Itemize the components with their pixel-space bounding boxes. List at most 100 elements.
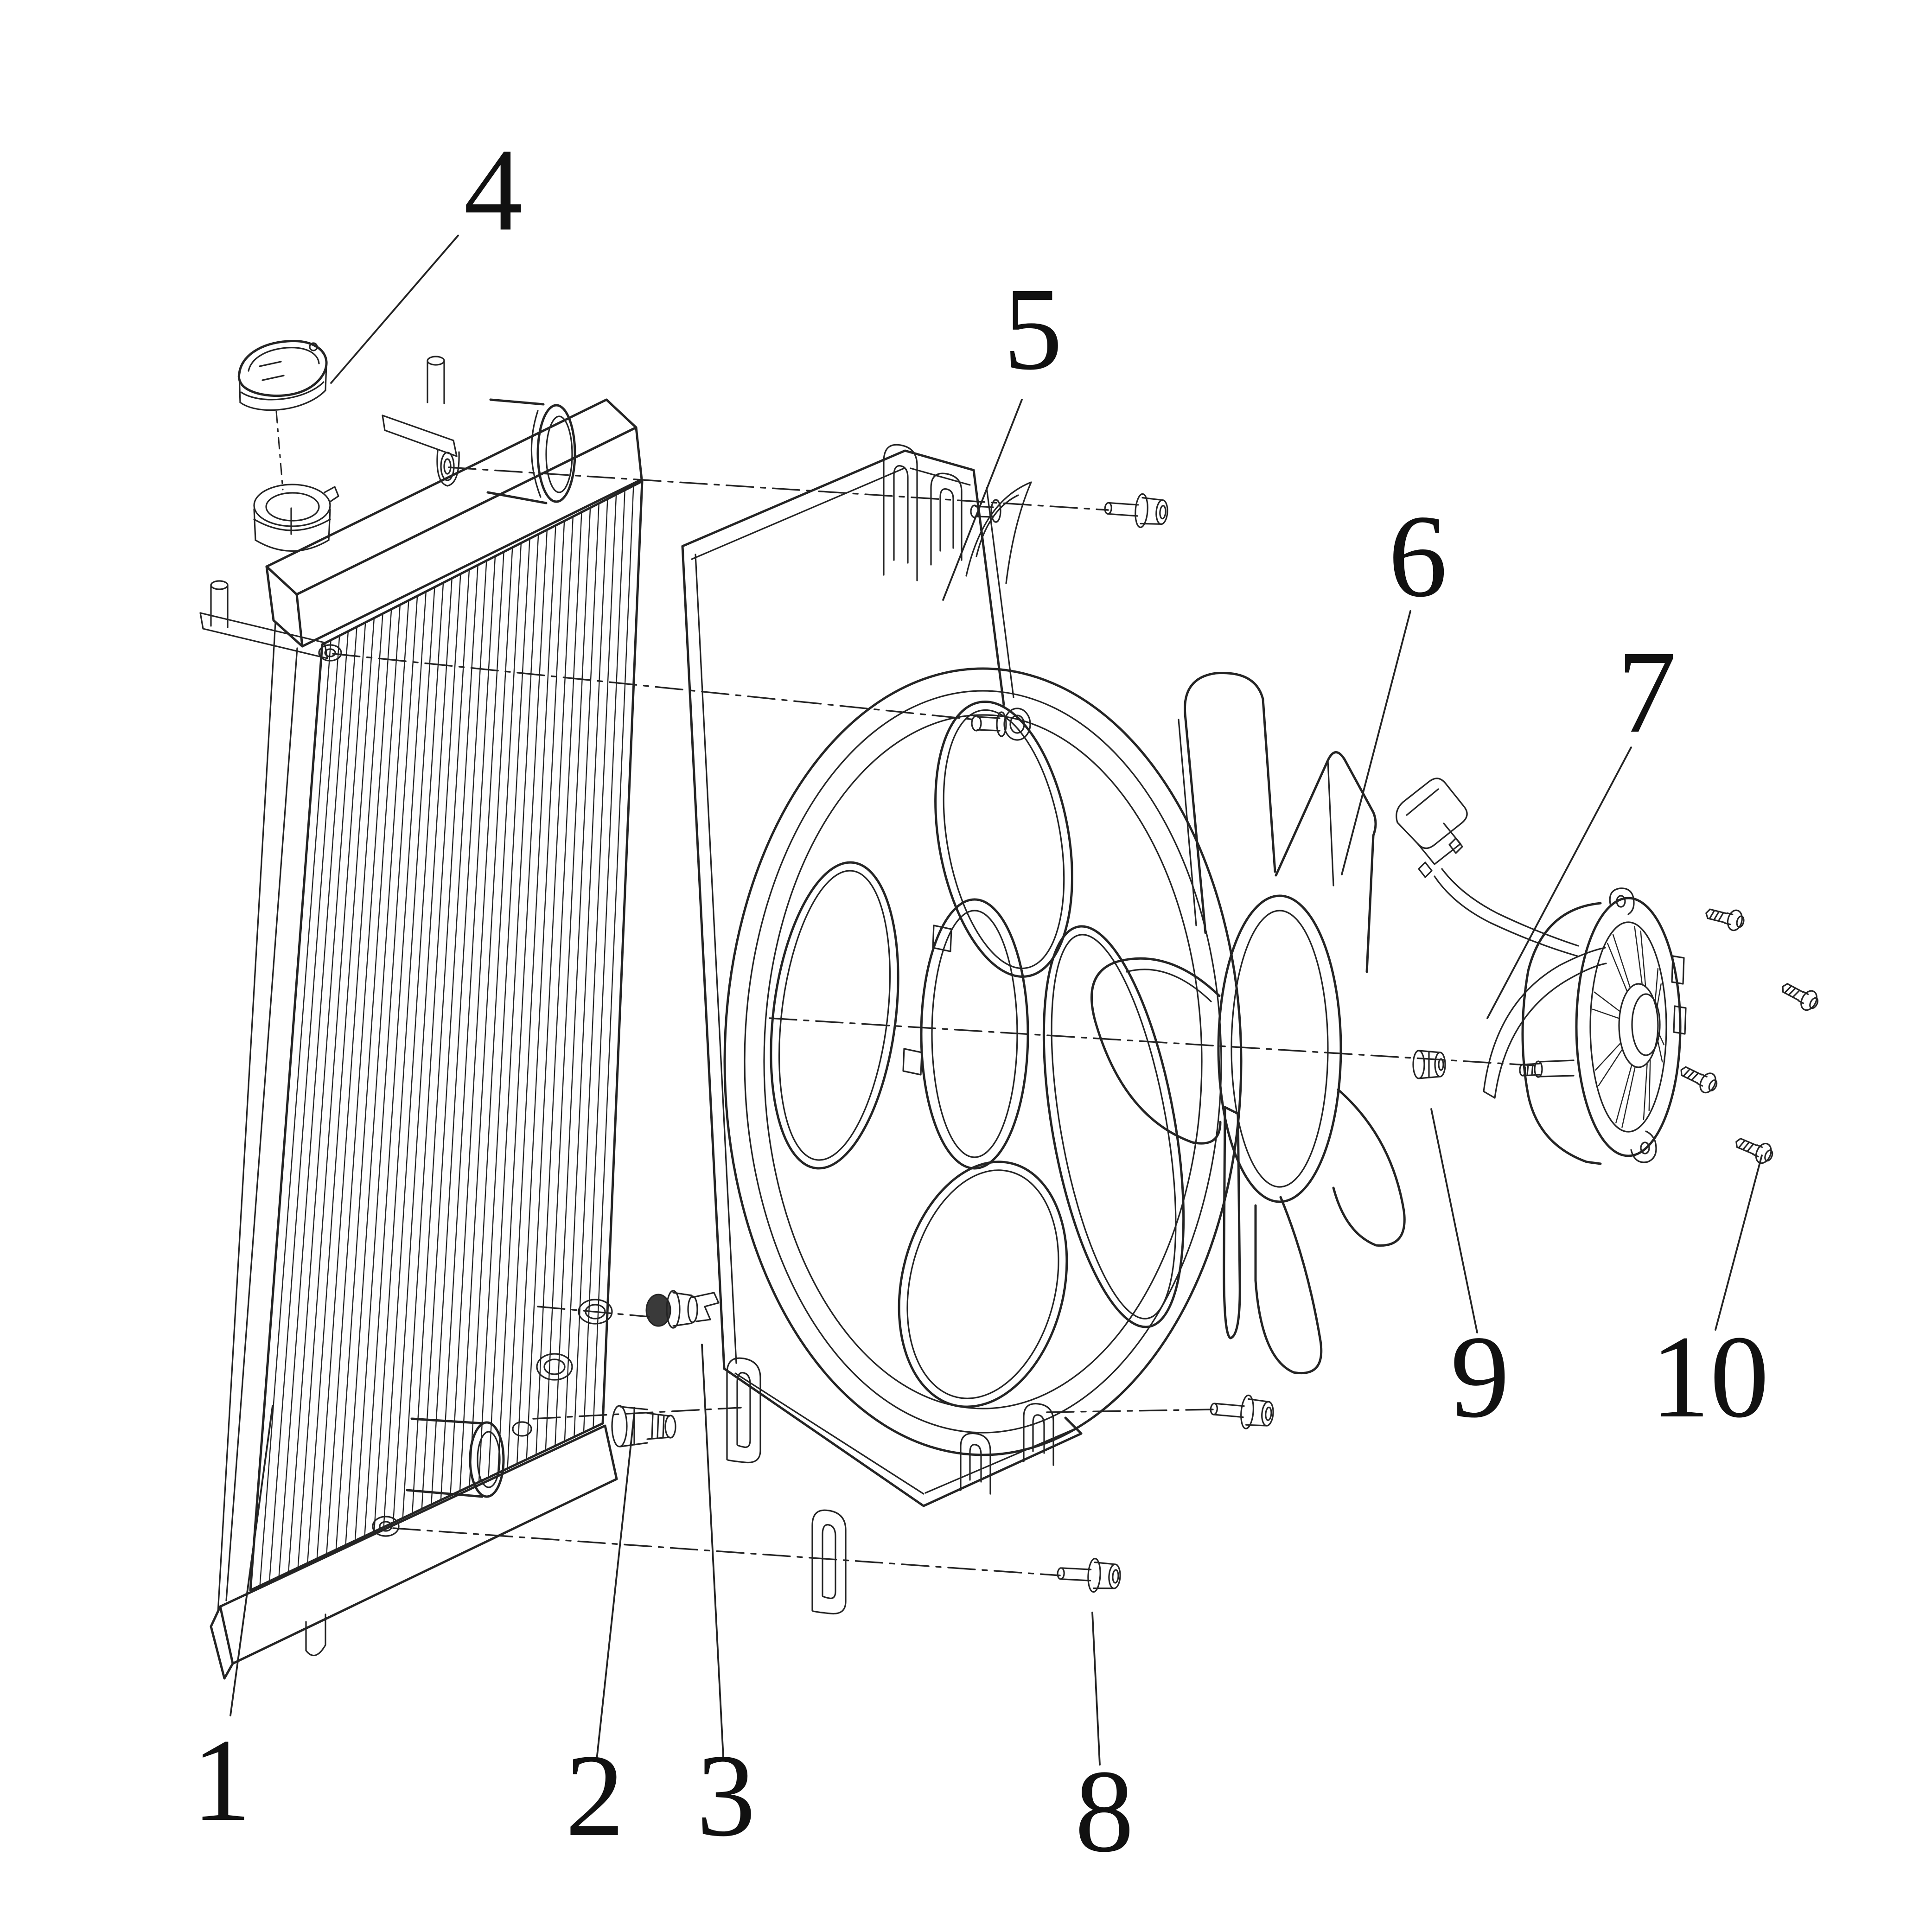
radiator-core bbox=[249, 480, 644, 1592]
core-fin bbox=[440, 555, 496, 1501]
core-fin bbox=[593, 485, 634, 1428]
part-4-radiator-cap bbox=[237, 339, 328, 411]
motor-spoke bbox=[1612, 934, 1631, 988]
fan-hub bbox=[1217, 894, 1342, 1203]
motor-flange bbox=[1575, 887, 1687, 1163]
part-3-drain-plug bbox=[645, 1290, 720, 1329]
radiator-core-fins bbox=[259, 485, 634, 1587]
core-fin bbox=[335, 604, 401, 1550]
core-fin bbox=[383, 582, 444, 1528]
leader-line-1 bbox=[230, 1405, 274, 1716]
part-label-2: 2 bbox=[565, 1730, 625, 1861]
motor-spoke bbox=[1648, 1060, 1651, 1111]
core-fin bbox=[516, 520, 565, 1465]
motor-spoke-wheel bbox=[1589, 921, 1667, 1133]
core-fin bbox=[507, 524, 556, 1469]
shroud-window-top-right bbox=[934, 701, 1073, 978]
wire-connector-icon bbox=[1396, 778, 1468, 878]
shroud-center-ring bbox=[902, 898, 1029, 1170]
leader-line-4 bbox=[330, 235, 459, 384]
core-fin bbox=[307, 617, 375, 1564]
part-label-4: 4 bbox=[464, 125, 523, 255]
core-fin bbox=[478, 538, 530, 1483]
shroud-window-right bbox=[1042, 925, 1185, 1328]
shroud-bottom-feet bbox=[726, 1357, 1054, 1615]
core-fin bbox=[411, 569, 470, 1514]
core-fin bbox=[268, 635, 340, 1582]
part-label-9: 9 bbox=[1450, 1312, 1510, 1442]
leader-line-9 bbox=[1430, 1108, 1478, 1333]
leader-line-5 bbox=[942, 399, 1023, 601]
cap-axis-line bbox=[275, 411, 284, 491]
motor-spoke bbox=[1658, 1032, 1665, 1046]
motor-spoke bbox=[1621, 1067, 1636, 1128]
shroud-window-left bbox=[770, 861, 899, 1170]
part-7-fan-motor bbox=[1396, 778, 1687, 1165]
radiator-mount-pin-right bbox=[427, 356, 445, 404]
core-fin bbox=[459, 547, 513, 1492]
core-fin bbox=[497, 529, 548, 1474]
motor-spoke bbox=[1598, 1049, 1623, 1086]
motor-spoke bbox=[1634, 926, 1643, 984]
radiator-ports bbox=[372, 1299, 613, 1537]
fan-hub-inner bbox=[1231, 910, 1329, 1188]
radiator-side-tank bbox=[217, 621, 298, 1613]
motor-spoke bbox=[1607, 943, 1627, 991]
core-fin bbox=[373, 587, 435, 1532]
leader-line-8 bbox=[1091, 1612, 1101, 1766]
core-fin bbox=[287, 626, 357, 1573]
radiator-left-bracket bbox=[199, 612, 342, 662]
part-5-fan-shroud bbox=[681, 444, 1243, 1615]
radiator-bottom-tank bbox=[210, 1424, 618, 1680]
core-fin bbox=[326, 608, 392, 1555]
motor-spoke bbox=[1592, 1008, 1619, 1019]
core-fin bbox=[536, 511, 582, 1456]
radiator-mount-pin-left bbox=[210, 580, 229, 628]
motor-spoke bbox=[1657, 1039, 1663, 1063]
core-fin bbox=[392, 578, 453, 1524]
motor-spoke bbox=[1656, 983, 1662, 1008]
motor-spoke bbox=[1654, 968, 1659, 1002]
leader-line-2 bbox=[596, 1412, 635, 1760]
radiator-inlet-pipe bbox=[486, 398, 576, 504]
motor-bracket-band bbox=[1483, 947, 1607, 1099]
part-label-8: 8 bbox=[1075, 1746, 1134, 1877]
core-fin bbox=[545, 507, 591, 1451]
part-label-10: 10 bbox=[1651, 1312, 1769, 1442]
leader-line-10 bbox=[1715, 1154, 1763, 1331]
core-fin bbox=[526, 516, 574, 1460]
fan-blade bbox=[1090, 957, 1222, 1145]
motor-spoke bbox=[1595, 1043, 1621, 1071]
part-6-fan bbox=[1090, 671, 1406, 1374]
radiator-upper-bracket bbox=[382, 414, 460, 487]
fan-blade bbox=[1184, 671, 1276, 934]
shroud-window-bottom bbox=[898, 1160, 1068, 1408]
shroud-stud-washer bbox=[970, 499, 1031, 741]
part-1-radiator bbox=[199, 356, 644, 1680]
core-fin bbox=[421, 564, 478, 1510]
core-fin bbox=[316, 613, 383, 1560]
motor-spoke bbox=[1615, 1065, 1632, 1123]
motor-spoke bbox=[1640, 931, 1646, 986]
core-fin bbox=[469, 542, 522, 1487]
part-9-nut bbox=[1412, 1050, 1446, 1079]
radiator-outlet-pipe bbox=[406, 1417, 505, 1498]
part-label-3: 3 bbox=[696, 1730, 756, 1861]
core-fin bbox=[345, 599, 409, 1546]
motor-spoke bbox=[1643, 1064, 1648, 1120]
part-10-screws bbox=[1676, 902, 1823, 1167]
core-fin bbox=[555, 503, 599, 1447]
shroud-bezel-ring bbox=[723, 667, 1243, 1456]
core-fin bbox=[364, 591, 427, 1537]
core-fin bbox=[259, 639, 332, 1587]
core-fin bbox=[450, 551, 504, 1496]
core-fin bbox=[431, 560, 487, 1505]
core-fin bbox=[488, 533, 539, 1478]
part-label-1: 1 bbox=[192, 1715, 251, 1846]
motor-spoke bbox=[1594, 991, 1620, 1012]
core-fin bbox=[402, 573, 461, 1519]
fan-blade bbox=[1223, 1106, 1241, 1339]
shroud-top-tabs bbox=[883, 444, 1032, 584]
